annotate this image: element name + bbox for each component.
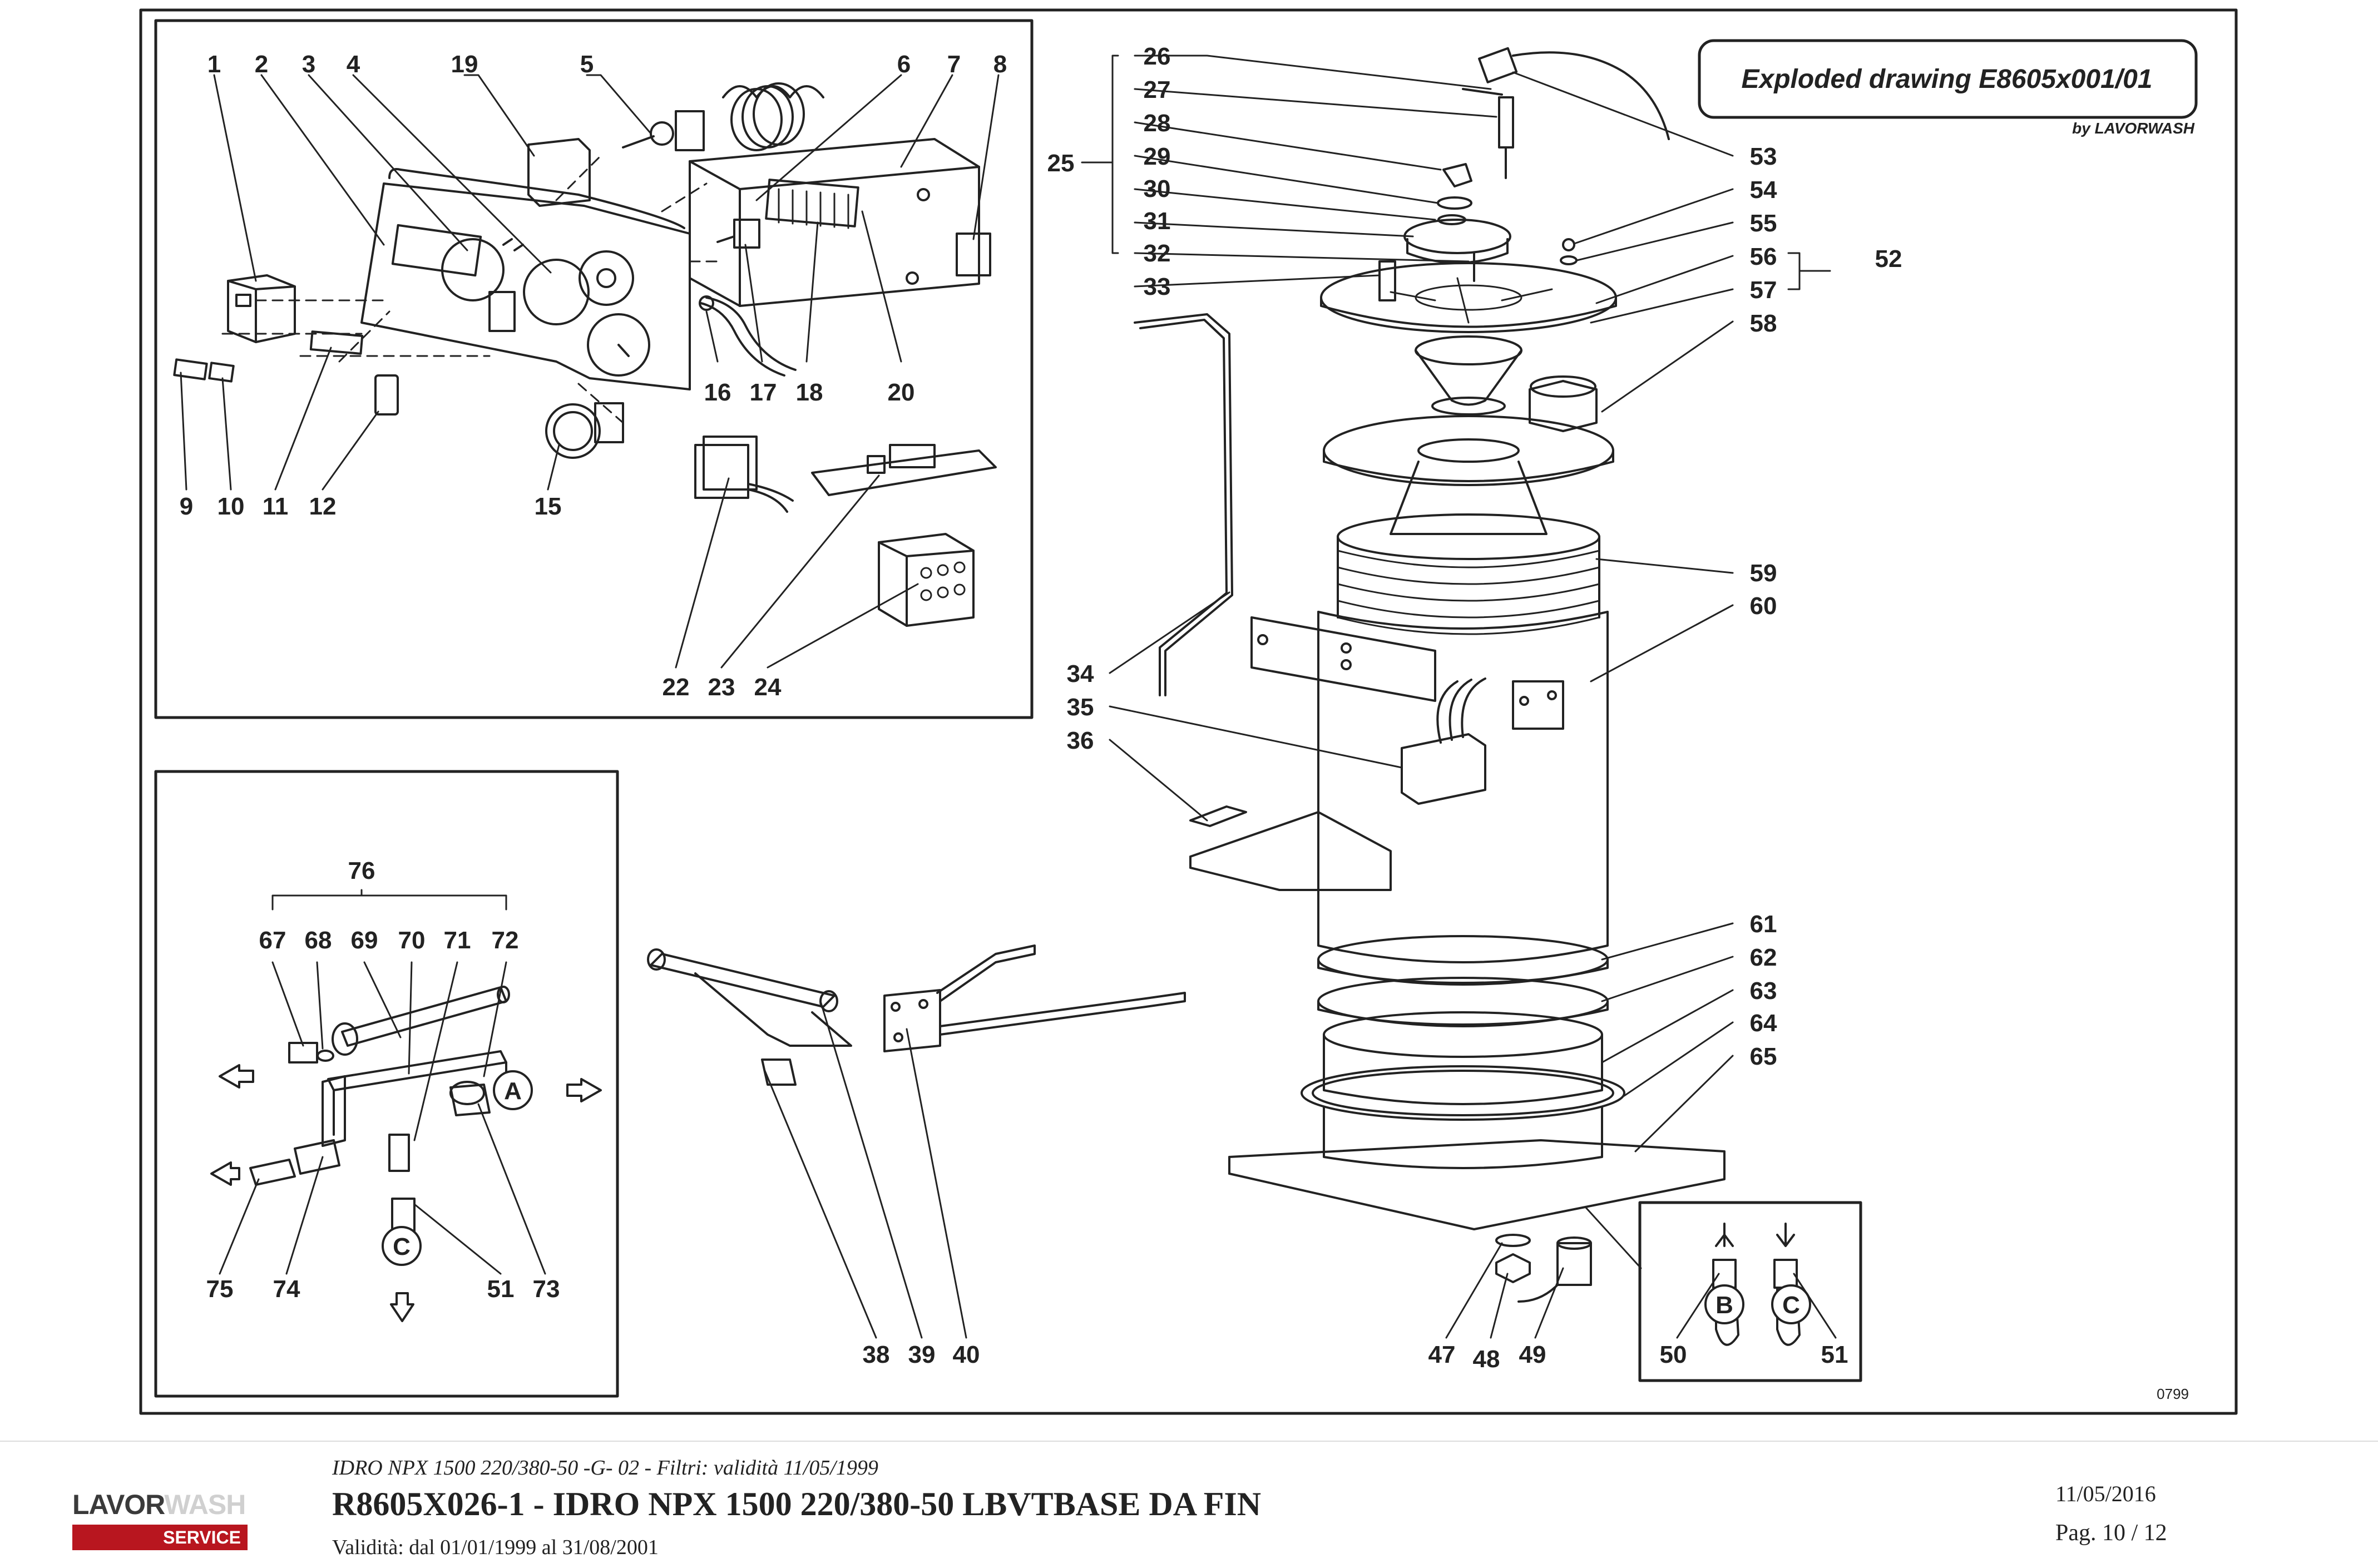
callout-69: 69 [351,927,378,954]
callout-64: 64 [1750,1010,1777,1037]
callout-36: 36 [1067,727,1094,754]
callout-6: 6 [897,51,911,78]
callout-12: 12 [309,493,337,520]
callout-32: 32 [1144,240,1171,267]
callout-15: 15 [535,493,562,520]
boiler-assembly-drawing [1134,47,1801,1346]
callout-29: 29 [1144,143,1171,170]
callout-22: 22 [663,674,690,701]
callout-16: 16 [704,379,731,406]
drawing-code: 0799 [2157,1386,2189,1402]
callout-25: 25 [1047,150,1075,177]
callout-35: 35 [1067,694,1094,721]
letter-C-hydraulic: C [393,1233,411,1260]
callout-26: 26 [1144,43,1171,70]
letter-C: C [1782,1292,1800,1319]
callout-51: 51 [1821,1341,1848,1368]
callout-53: 53 [1750,143,1777,170]
callout-55: 55 [1750,210,1777,237]
callout-70: 70 [398,927,426,954]
callout-34: 34 [1067,660,1094,687]
control-panel-frame [154,19,1034,719]
inlet-detail-frame [1638,1201,1862,1382]
callout-76: 76 [348,857,375,884]
callout-39: 39 [908,1341,936,1368]
logo-wordmark: LAVORWASH [72,1489,246,1520]
callout-50: 50 [1660,1341,1687,1368]
callout-30: 30 [1144,175,1171,202]
callout-33: 33 [1144,273,1171,300]
callout-17: 17 [750,379,777,406]
callout-72: 72 [492,927,519,954]
callout-18: 18 [796,379,823,406]
footer-validity: Validità: dal 01/01/1999 al 31/08/2001 [332,1536,659,1559]
footer-date: 11/05/2016 [2055,1481,2156,1506]
letter-A: A [504,1077,522,1105]
callout-23: 23 [708,674,735,701]
callout-31: 31 [1144,207,1171,235]
callout-20: 20 [888,379,915,406]
callout-11: 11 [263,493,289,520]
callout-8: 8 [993,51,1007,78]
footer-page-number: Pag. 10 / 12 [2055,1520,2167,1546]
callout-67: 67 [259,927,286,954]
drawing-title: Exploded drawing E8605x001/01 [1741,65,2152,94]
callout-2: 2 [255,51,268,78]
control-panel-drawing [173,82,997,627]
callout-59: 59 [1750,560,1777,587]
title-box [1698,39,2198,119]
callout-61: 61 [1750,911,1777,938]
frame-parts-drawing [647,944,1186,1086]
callout-7: 7 [947,51,961,78]
callout-65: 65 [1750,1043,1777,1070]
callout-51-hydraulic: 51 [487,1275,515,1303]
footer-subtitle: IDRO NPX 1500 220/380-50 -G- 02 - Filtri… [332,1456,878,1480]
callout-24: 24 [754,674,782,701]
footer: LAVORWASH SERVICE IDRO NPX 1500 220/380-… [0,1441,2378,1568]
callout-74: 74 [273,1275,300,1303]
callout-68: 68 [305,927,332,954]
callout-71: 71 [444,927,471,954]
callout-63: 63 [1750,977,1777,1005]
callout-54: 54 [1750,176,1777,204]
callout-62: 62 [1750,944,1777,971]
callout-48: 48 [1473,1346,1500,1373]
hydraulic-frame [154,770,619,1398]
callout-52: 52 [1875,245,1902,273]
callout-5: 5 [580,51,594,78]
callout-57: 57 [1750,276,1777,304]
footer-title: R8605X026-1 - IDRO NPX 1500 220/380-50 L… [332,1486,1262,1522]
lavorwash-service-logo: LAVORWASH SERVICE [72,1489,248,1550]
callout-4: 4 [347,51,360,78]
callout-1: 1 [207,51,221,78]
hydraulic-drawing [210,986,602,1322]
callout-10: 10 [217,493,245,520]
callout-56: 56 [1750,243,1777,270]
callout-38: 38 [863,1341,890,1368]
callout-40: 40 [953,1341,980,1368]
outer-frame [139,8,2238,1415]
drawing-brand: by LAVORWASH [2072,120,2195,137]
callout-47: 47 [1428,1341,1456,1368]
callout-58: 58 [1750,310,1777,337]
callout-75: 75 [206,1275,234,1303]
callout-3: 3 [302,51,315,78]
callout-19: 19 [451,51,478,78]
callout-60: 60 [1750,592,1777,620]
callout-27: 27 [1144,76,1171,103]
callout-49: 49 [1519,1341,1546,1368]
letter-B: B [1715,1292,1733,1319]
callout-9: 9 [180,493,193,520]
logo-service-bar: SERVICE [72,1525,248,1550]
callout-28: 28 [1144,110,1171,137]
leader-lines [180,55,1837,1339]
callout-73: 73 [533,1275,560,1303]
